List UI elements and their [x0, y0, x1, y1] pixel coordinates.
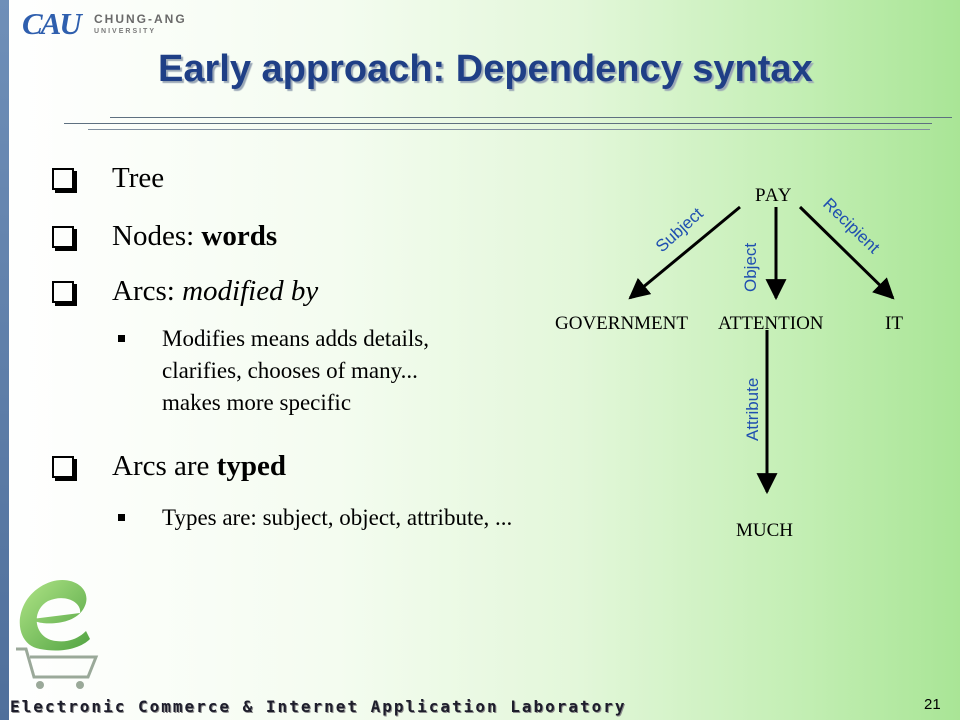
checkbox-bullet-icon: [52, 168, 74, 190]
square-bullet-icon: [118, 335, 125, 342]
lab-logo-cart-icon: [16, 580, 99, 689]
arc-label-recipient: Recipient: [819, 194, 883, 257]
node-pay: PAY: [755, 185, 793, 206]
sub-bullet-line: makes more specific: [162, 390, 352, 415]
checkbox-bullet-icon: [52, 456, 74, 478]
sub-bullet-line: Types are: subject, object, attribute, .…: [162, 505, 513, 530]
title-rule-mid: [64, 123, 932, 124]
node-government: GOVERNMENT: [555, 313, 688, 334]
lab-name-footer: Electronic Commerce & Internet Applicati…: [10, 697, 627, 716]
bullet-text: Arcs are: [112, 450, 217, 482]
arc-subject: [628, 205, 741, 300]
checkbox-bullet-icon: [52, 226, 74, 248]
bullet-emphasis: modified by: [182, 275, 319, 307]
node-much: MUCH: [736, 520, 793, 541]
arc-label-attribute: Attribute: [743, 378, 762, 441]
arc-label-object: Object: [741, 243, 760, 292]
arc-recipient: [798, 205, 895, 300]
left-accent-bar: [0, 0, 9, 720]
bullet-emphasis: words: [201, 220, 278, 252]
arc-label-subject: Subject: [652, 204, 707, 256]
sub-bullet-line: clarifies, chooses of many...: [162, 358, 418, 383]
logo-university-sub: UNIVERSITY: [94, 28, 157, 35]
title-rule-bottom: [88, 129, 930, 130]
square-bullet-icon: [118, 514, 125, 521]
logo-university-name: CHUNG-ANG: [94, 12, 187, 26]
slide-title: Early approach: Dependency syntax: [158, 48, 813, 90]
page-number: 21: [924, 696, 941, 713]
logo-mark: CAU: [22, 6, 82, 41]
sub-bullet-line: Modifies means adds details,: [162, 326, 430, 351]
bullet-emphasis: typed: [216, 450, 286, 482]
bullet-text: Arcs:: [112, 275, 183, 307]
node-attention: ATTENTION: [718, 313, 824, 334]
checkbox-bullet-icon: [52, 281, 74, 303]
university-logo: CAU CHUNG-ANG UNIVERSITY: [22, 6, 192, 46]
bullet-text: Tree: [112, 162, 165, 194]
node-it: IT: [885, 313, 903, 334]
title-rule-top: [110, 117, 952, 118]
bullet-text: Nodes:: [112, 220, 202, 252]
